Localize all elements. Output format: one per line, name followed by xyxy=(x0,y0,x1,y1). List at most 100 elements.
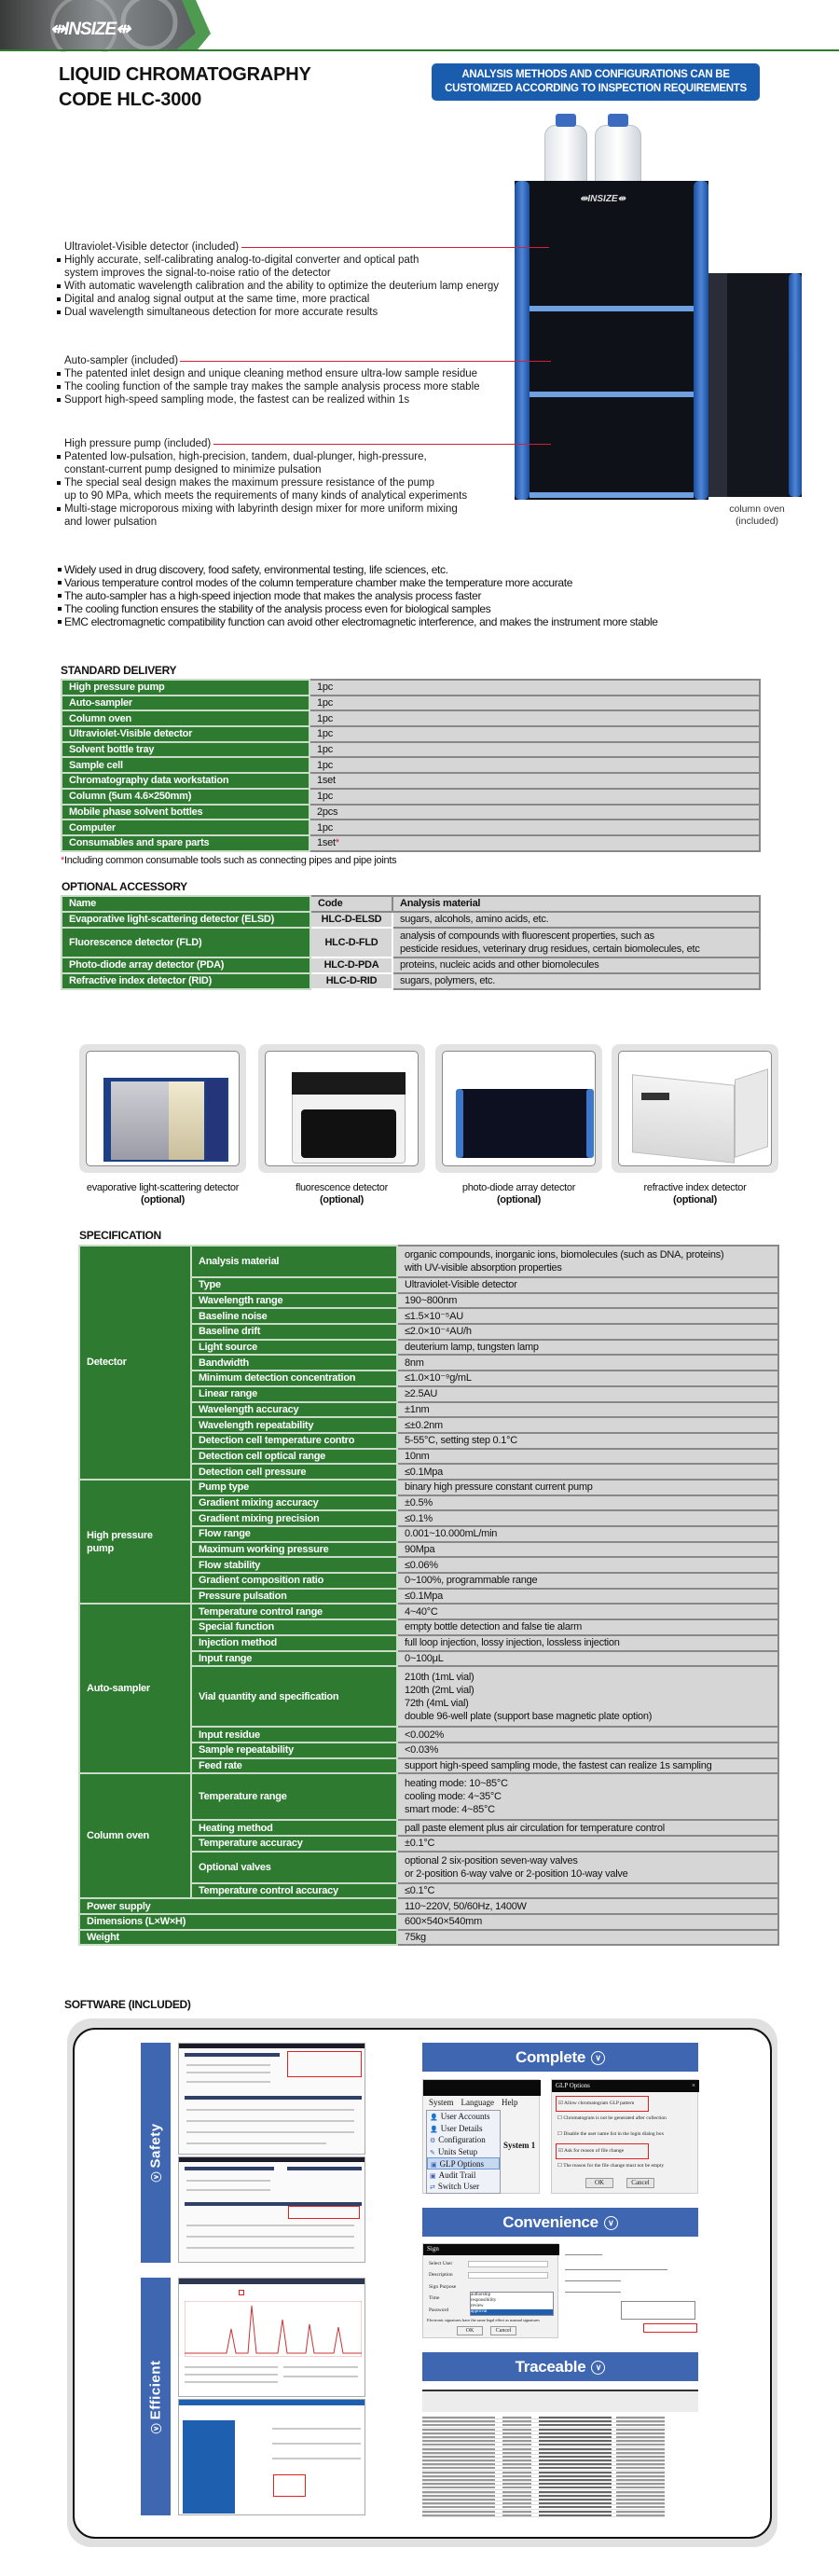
system-name-text: System 1 xyxy=(503,2141,536,2150)
close-icon[interactable]: × xyxy=(692,2082,695,2089)
module-label: Ultraviolet-Visible detector (included) xyxy=(64,241,240,253)
feature-bullet: EMC electromagnetic compatibility functi… xyxy=(58,615,658,628)
qty-value: 1pc xyxy=(317,791,333,803)
audit-row xyxy=(422,2497,665,2502)
spec-label: Flow stability xyxy=(190,1556,398,1575)
menu-item-label: User Accounts xyxy=(440,2112,490,2121)
spec-label: Gradient mixing precision xyxy=(190,1509,398,1527)
audit-row xyxy=(422,2416,665,2420)
report-preview xyxy=(561,2243,698,2338)
spec-value: 0~100μL xyxy=(396,1649,779,1668)
menu-item[interactable]: 👤User Details xyxy=(427,2123,500,2135)
purpose-option[interactable]: review xyxy=(471,2304,484,2308)
sign-field[interactable]: Select User xyxy=(429,2258,556,2270)
feature-bullet: The cooling function ensures the stabili… xyxy=(58,602,658,615)
sign-field[interactable]: Sign Purpose xyxy=(429,2281,556,2294)
cancel-button[interactable]: Cancel xyxy=(626,2178,654,2188)
qty-value: 1pc xyxy=(317,697,333,709)
spec-value: 210th (1mL vial) 120th (2mL vial) 72th (… xyxy=(396,1665,779,1729)
cancel-button[interactable]: Cancel xyxy=(490,2326,516,2335)
spec-label: Baseline noise xyxy=(190,1307,398,1326)
spec-label: Temperature range xyxy=(190,1772,398,1822)
menu-item[interactable]: ⇄Switch User xyxy=(427,2181,500,2193)
customization-notice: ANALYSIS METHODS AND CONFIGURATIONS CAN … xyxy=(432,63,760,101)
menu-item[interactable]: ✎Units Setup xyxy=(427,2146,500,2158)
menu-system[interactable]: System xyxy=(429,2098,454,2107)
spec-group: High pressure pump xyxy=(78,1478,192,1605)
option-label: The reason for the file change must not … xyxy=(563,2163,665,2169)
glp-option-checkbox[interactable]: ☐ Chromatogram is not be generated after… xyxy=(556,2112,695,2128)
sign-field[interactable]: Time xyxy=(429,2294,556,2306)
ok-button[interactable]: OK xyxy=(457,2326,483,2335)
glp-option-checkbox[interactable]: ☐ The reason for the file change must no… xyxy=(556,2159,695,2175)
accessory-code: HLC-D-PDA xyxy=(309,956,393,974)
spec-label: Temperature control accuracy xyxy=(190,1881,398,1900)
user-permissions-screenshot xyxy=(178,2156,365,2263)
safety-side-label: ⓥ Safety xyxy=(141,2043,171,2263)
dialog-title: GLP Options xyxy=(556,2082,590,2089)
glp-option-checkbox[interactable]: ☐ Disable the user name list in the logi… xyxy=(556,2128,695,2143)
spec-label: Input range xyxy=(190,1649,398,1668)
convenience-banner: Convenience∨ xyxy=(422,2208,698,2237)
menu-language[interactable]: Language xyxy=(461,2098,494,2107)
qty-value: 1pc xyxy=(317,821,333,833)
menu-item-label: Configuration xyxy=(438,2135,486,2144)
sign-field[interactable]: Description xyxy=(429,2270,556,2282)
spec-label: Flow range xyxy=(190,1525,398,1543)
accessory-name: Photo-diode array detector (PDA) xyxy=(61,956,311,974)
glp-option-checkbox[interactable]: ☑ Allow chromatogram GLP pattern xyxy=(556,2096,649,2112)
spec-group: Detector xyxy=(78,1245,192,1481)
menu-item[interactable]: 👤User Accounts xyxy=(427,2111,500,2123)
complete-banner: Complete∨ xyxy=(422,2043,698,2072)
callout-line xyxy=(213,443,552,445)
purpose-option[interactable]: authorship xyxy=(471,2293,491,2297)
audit-row xyxy=(422,2505,665,2510)
menu-help[interactable]: Help xyxy=(502,2098,518,2107)
feature-bullet: The cooling function of the sample tray … xyxy=(57,380,551,393)
spec-label: Temperature control range xyxy=(190,1603,398,1621)
delivery-qty: 2pcs xyxy=(309,803,761,821)
qty-value: 1pc xyxy=(317,682,333,694)
signature-note: Electronic signatures have the same lega… xyxy=(427,2318,540,2322)
spec-value: ≤0.1Mpa xyxy=(396,1587,779,1605)
purpose-option[interactable]: responsibility xyxy=(471,2298,497,2303)
spec-label: Dimensions (L×W×H) xyxy=(78,1913,398,1931)
ok-button[interactable]: OK xyxy=(585,2178,613,2188)
sign-field[interactable]: Password xyxy=(429,2305,556,2317)
field-input[interactable] xyxy=(468,2272,548,2280)
purpose-option[interactable]: approval xyxy=(471,2309,553,2315)
field-label: Sign Purpose xyxy=(429,2283,457,2290)
menu-item[interactable]: ▣Audit Trail xyxy=(427,2170,500,2182)
spec-label: Wavelength accuracy xyxy=(190,1400,398,1419)
qty-value: 1pc xyxy=(317,728,333,740)
column-header: Name xyxy=(61,894,311,913)
spec-row: Wavelength repeatability≤±0.2nm xyxy=(79,1416,779,1434)
feature-bullet: The patented inlet design and unique cle… xyxy=(57,367,551,380)
spec-value: support high-speed sampling mode, the fa… xyxy=(396,1756,779,1775)
accessory-row: Photo-diode array detector (PDA)HLC-D-PD… xyxy=(61,956,761,974)
chevron-down-icon: ∨ xyxy=(591,2051,606,2066)
uv-detector-features: Ultraviolet-Visible detector (included) … xyxy=(57,241,550,319)
glp-option-checkbox[interactable]: ☑ Ask for reason of file change xyxy=(556,2143,649,2159)
delivery-item: Computer xyxy=(61,819,310,836)
spec-label: Analysis material xyxy=(190,1245,398,1278)
menu-item-label: Units Setup xyxy=(437,2146,478,2156)
menu-item[interactable]: ▣GLP Options xyxy=(427,2157,500,2170)
delivery-item: Mobile phase solvent bottles xyxy=(61,803,310,821)
field-input[interactable] xyxy=(468,2260,548,2267)
column-oven-image xyxy=(708,273,802,497)
audit-row xyxy=(422,2482,665,2486)
menu-item[interactable]: ⚙Configuration xyxy=(427,2134,500,2146)
qty-value: 1pc xyxy=(317,712,333,724)
